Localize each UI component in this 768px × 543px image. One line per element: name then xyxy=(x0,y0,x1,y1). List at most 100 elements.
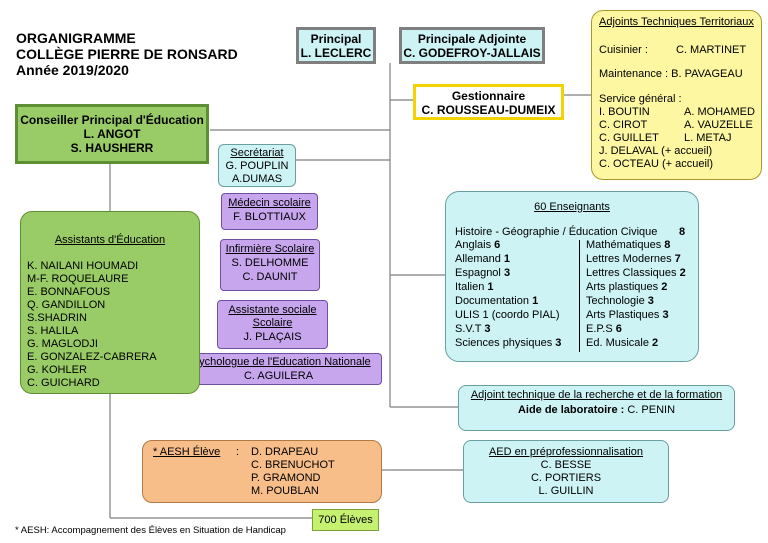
adjoint-recherche-line: Aide de laboratoire : C. PENIN xyxy=(517,404,676,416)
subject-left-2: Espagnol 3 xyxy=(455,267,511,279)
ae-name-5: S. HALILA xyxy=(27,325,79,337)
enseignants-divider xyxy=(579,240,580,352)
cpe-box: Conseiller Principal d'Éducation L. ANGO… xyxy=(15,104,209,164)
cpe-name1: L. ANGOT xyxy=(83,127,141,141)
aed-prepro-box: AED en préprofessionnalisation C. BESSE … xyxy=(463,440,669,503)
medecin-box: Médecin scolaire F. BLOTTIAUX xyxy=(221,193,318,230)
subject-left-6: S.V.T 3 xyxy=(455,323,491,335)
subject-right-5: Arts Plastiques 3 xyxy=(586,309,669,321)
ae-name-7: E. GONZALEZ-CABRERA xyxy=(27,351,157,363)
subject-left-0: Anglais 6 xyxy=(455,239,501,251)
service-label: Service général : xyxy=(599,93,682,105)
gestionnaire-title: Gestionnaire xyxy=(451,89,526,103)
adjoint-recherche-box: Adjoint technique de la recherche et de … xyxy=(458,385,735,431)
footnote: * AESH: Accompagnement des Élèves en Sit… xyxy=(15,525,286,536)
subject-right-3: Arts plastiques 2 xyxy=(586,281,668,293)
cpe-title: Conseiller Principal d'Éducation xyxy=(20,113,204,127)
ae-name-0: K. NAILANI HOUMADI xyxy=(27,260,139,272)
principal-title: Principal xyxy=(310,32,362,46)
assistants-education-box: Assistants d'Éducation K. NAILANI HOUMAD… xyxy=(20,211,200,394)
adjointe-box: Principale Adjointe C. GODEFROY-JALLAIS xyxy=(399,27,545,64)
cuisinier-name: C. MARTINET xyxy=(676,44,747,56)
subject-left-1: Allemand 1 xyxy=(455,253,511,265)
adjointe-title: Principale Adjointe xyxy=(417,32,527,46)
subject-left-7: Sciences physiques 3 xyxy=(455,337,562,349)
ae-name-2: E. BONNAFOUS xyxy=(27,286,111,298)
staff-0-left: I. BOUTIN xyxy=(599,106,650,118)
secretariat-name-1: A.DUMAS xyxy=(231,173,283,185)
subject-right-0: Mathématiques 8 xyxy=(586,239,671,251)
assistante-sociale-name: J. PLAÇAIS xyxy=(243,331,302,343)
adjoint-recherche-title: Adjoint technique de la recherche et de … xyxy=(470,389,723,401)
adjoints-techniques-box: Adjoints Techniques Territoriaux Cuisini… xyxy=(591,10,762,180)
aesh-name-1: C. BRENUCHOT xyxy=(251,459,335,471)
ae-name-8: G. KOHLER xyxy=(27,364,87,376)
medecin-name: F. BLOTTIAUX xyxy=(233,211,306,223)
header-line2: COLLÈGE PIERRE DE RONSARD xyxy=(16,46,238,62)
adjoints-techniques-title: Adjoints Techniques Territoriaux xyxy=(599,16,754,28)
assistante-sociale-title2: Scolaire xyxy=(252,317,293,329)
enseignants-title: 60 Enseignants xyxy=(534,201,610,213)
staff-0-right: A. MOHAMED xyxy=(684,106,755,118)
aesh-name-3: M. POUBLAN xyxy=(251,485,319,497)
staff-extra2: C. OCTEAU (+ accueil) xyxy=(599,158,713,170)
infirmiere-name-0: S. DELHOMME xyxy=(231,257,309,269)
enseignants-top-line: Histoire - Géographie / Éducation Civiqu… xyxy=(455,226,658,238)
gestionnaire-name: C. ROUSSEAU-DUMEIX xyxy=(421,103,556,117)
staff-extra1: J. DELAVAL (+ accueil) xyxy=(599,145,713,157)
ae-name-9: C. GUICHARD xyxy=(27,377,100,389)
header-line3: Année 2019/2020 xyxy=(16,62,129,78)
cuisinier-label: Cuisinier : xyxy=(599,44,648,56)
aed-prepro-name-2: L. GUILLIN xyxy=(538,485,594,497)
infirmiere-title: Infirmière Scolaire xyxy=(225,243,315,255)
infirmiere-name-1: C. DAUNIT xyxy=(242,271,298,283)
eleves-box: 700 Élèves xyxy=(312,509,379,531)
cpe-name2: S. HAUSHERR xyxy=(70,141,154,155)
aesh-title: * AESH Élève xyxy=(153,446,221,458)
staff-2-right: L. METAJ xyxy=(684,132,732,144)
ae-name-1: M-F. ROQUELAURE xyxy=(27,273,129,285)
subject-right-2: Lettres Classiques 2 xyxy=(586,267,686,279)
enseignants-top-count: 8 xyxy=(679,226,686,238)
assistants-education-title: Assistants d'Éducation xyxy=(54,234,166,246)
ae-name-3: Q. GANDILLON xyxy=(27,299,106,311)
subject-right-7: Ed. Musicale 2 xyxy=(586,337,659,349)
psychologue-box: Psychologue de l'Education Nationale C. … xyxy=(175,353,382,385)
psychologue-title: Psychologue de l'Education Nationale xyxy=(186,356,371,368)
principal-name: L. LECLERC xyxy=(300,46,372,60)
header-line1: ORGANIGRAMME xyxy=(16,30,136,46)
subject-right-1: Lettres Modernes 7 xyxy=(586,253,681,265)
staff-1-right: A. VAUZELLE xyxy=(684,119,753,131)
staff-1-left: C. CIROT xyxy=(599,119,648,131)
infirmiere-box: Infirmière Scolaire S. DELHOMME C. DAUNI… xyxy=(220,239,320,291)
aesh-name-0: D. DRAPEAU xyxy=(251,446,319,458)
medecin-title: Médecin scolaire xyxy=(228,197,311,209)
subject-left-4: Documentation 1 xyxy=(455,295,539,307)
assistante-sociale-box: Assistante sociale Scolaire J. PLAÇAIS xyxy=(217,300,328,349)
subject-right-6: E.P.S 6 xyxy=(586,323,622,335)
aesh-name-2: P. GRAMOND xyxy=(251,472,321,484)
aesh-box: * AESH Élève : D. DRAPEAU C. BRENUCHOT P… xyxy=(142,440,382,503)
ae-name-6: G. MAGLODJI xyxy=(27,338,98,350)
secretariat-box: Secrétariat G. POUPLIN A.DUMAS xyxy=(218,144,296,187)
secretariat-title: Secrétariat xyxy=(230,147,284,159)
eleves-label: 700 Élèves xyxy=(318,514,373,526)
subject-right-4: Technologie 3 xyxy=(586,295,654,307)
maintenance: Maintenance : B. PAVAGEAU xyxy=(599,68,743,80)
subject-left-3: Italien 1 xyxy=(455,281,494,293)
gestionnaire-box: Gestionnaire C. ROUSSEAU-DUMEIX xyxy=(413,84,564,120)
ae-name-4: S.SHADRIN xyxy=(27,312,87,324)
adjointe-name: C. GODEFROY-JALLAIS xyxy=(403,46,541,60)
psychologue-name: C. AGUILERA xyxy=(243,370,314,382)
secretariat-name-0: G. POUPLIN xyxy=(225,160,289,172)
aed-prepro-name-1: C. PORTIERS xyxy=(530,472,602,484)
subject-left-5: ULIS 1 (coordo PIAL) xyxy=(455,309,560,321)
aed-prepro-title: AED en préprofessionnalisation xyxy=(488,446,644,458)
assistante-sociale-title1: Assistante sociale xyxy=(228,304,317,316)
aed-prepro-name-0: C. BESSE xyxy=(540,459,592,471)
staff-2-left: C. GUILLET xyxy=(599,132,659,144)
principal-box: Principal L. LECLERC xyxy=(296,27,376,64)
enseignants-box: 60 Enseignants Histoire - Géographie / É… xyxy=(445,191,699,362)
aesh-separator: : xyxy=(236,446,240,458)
